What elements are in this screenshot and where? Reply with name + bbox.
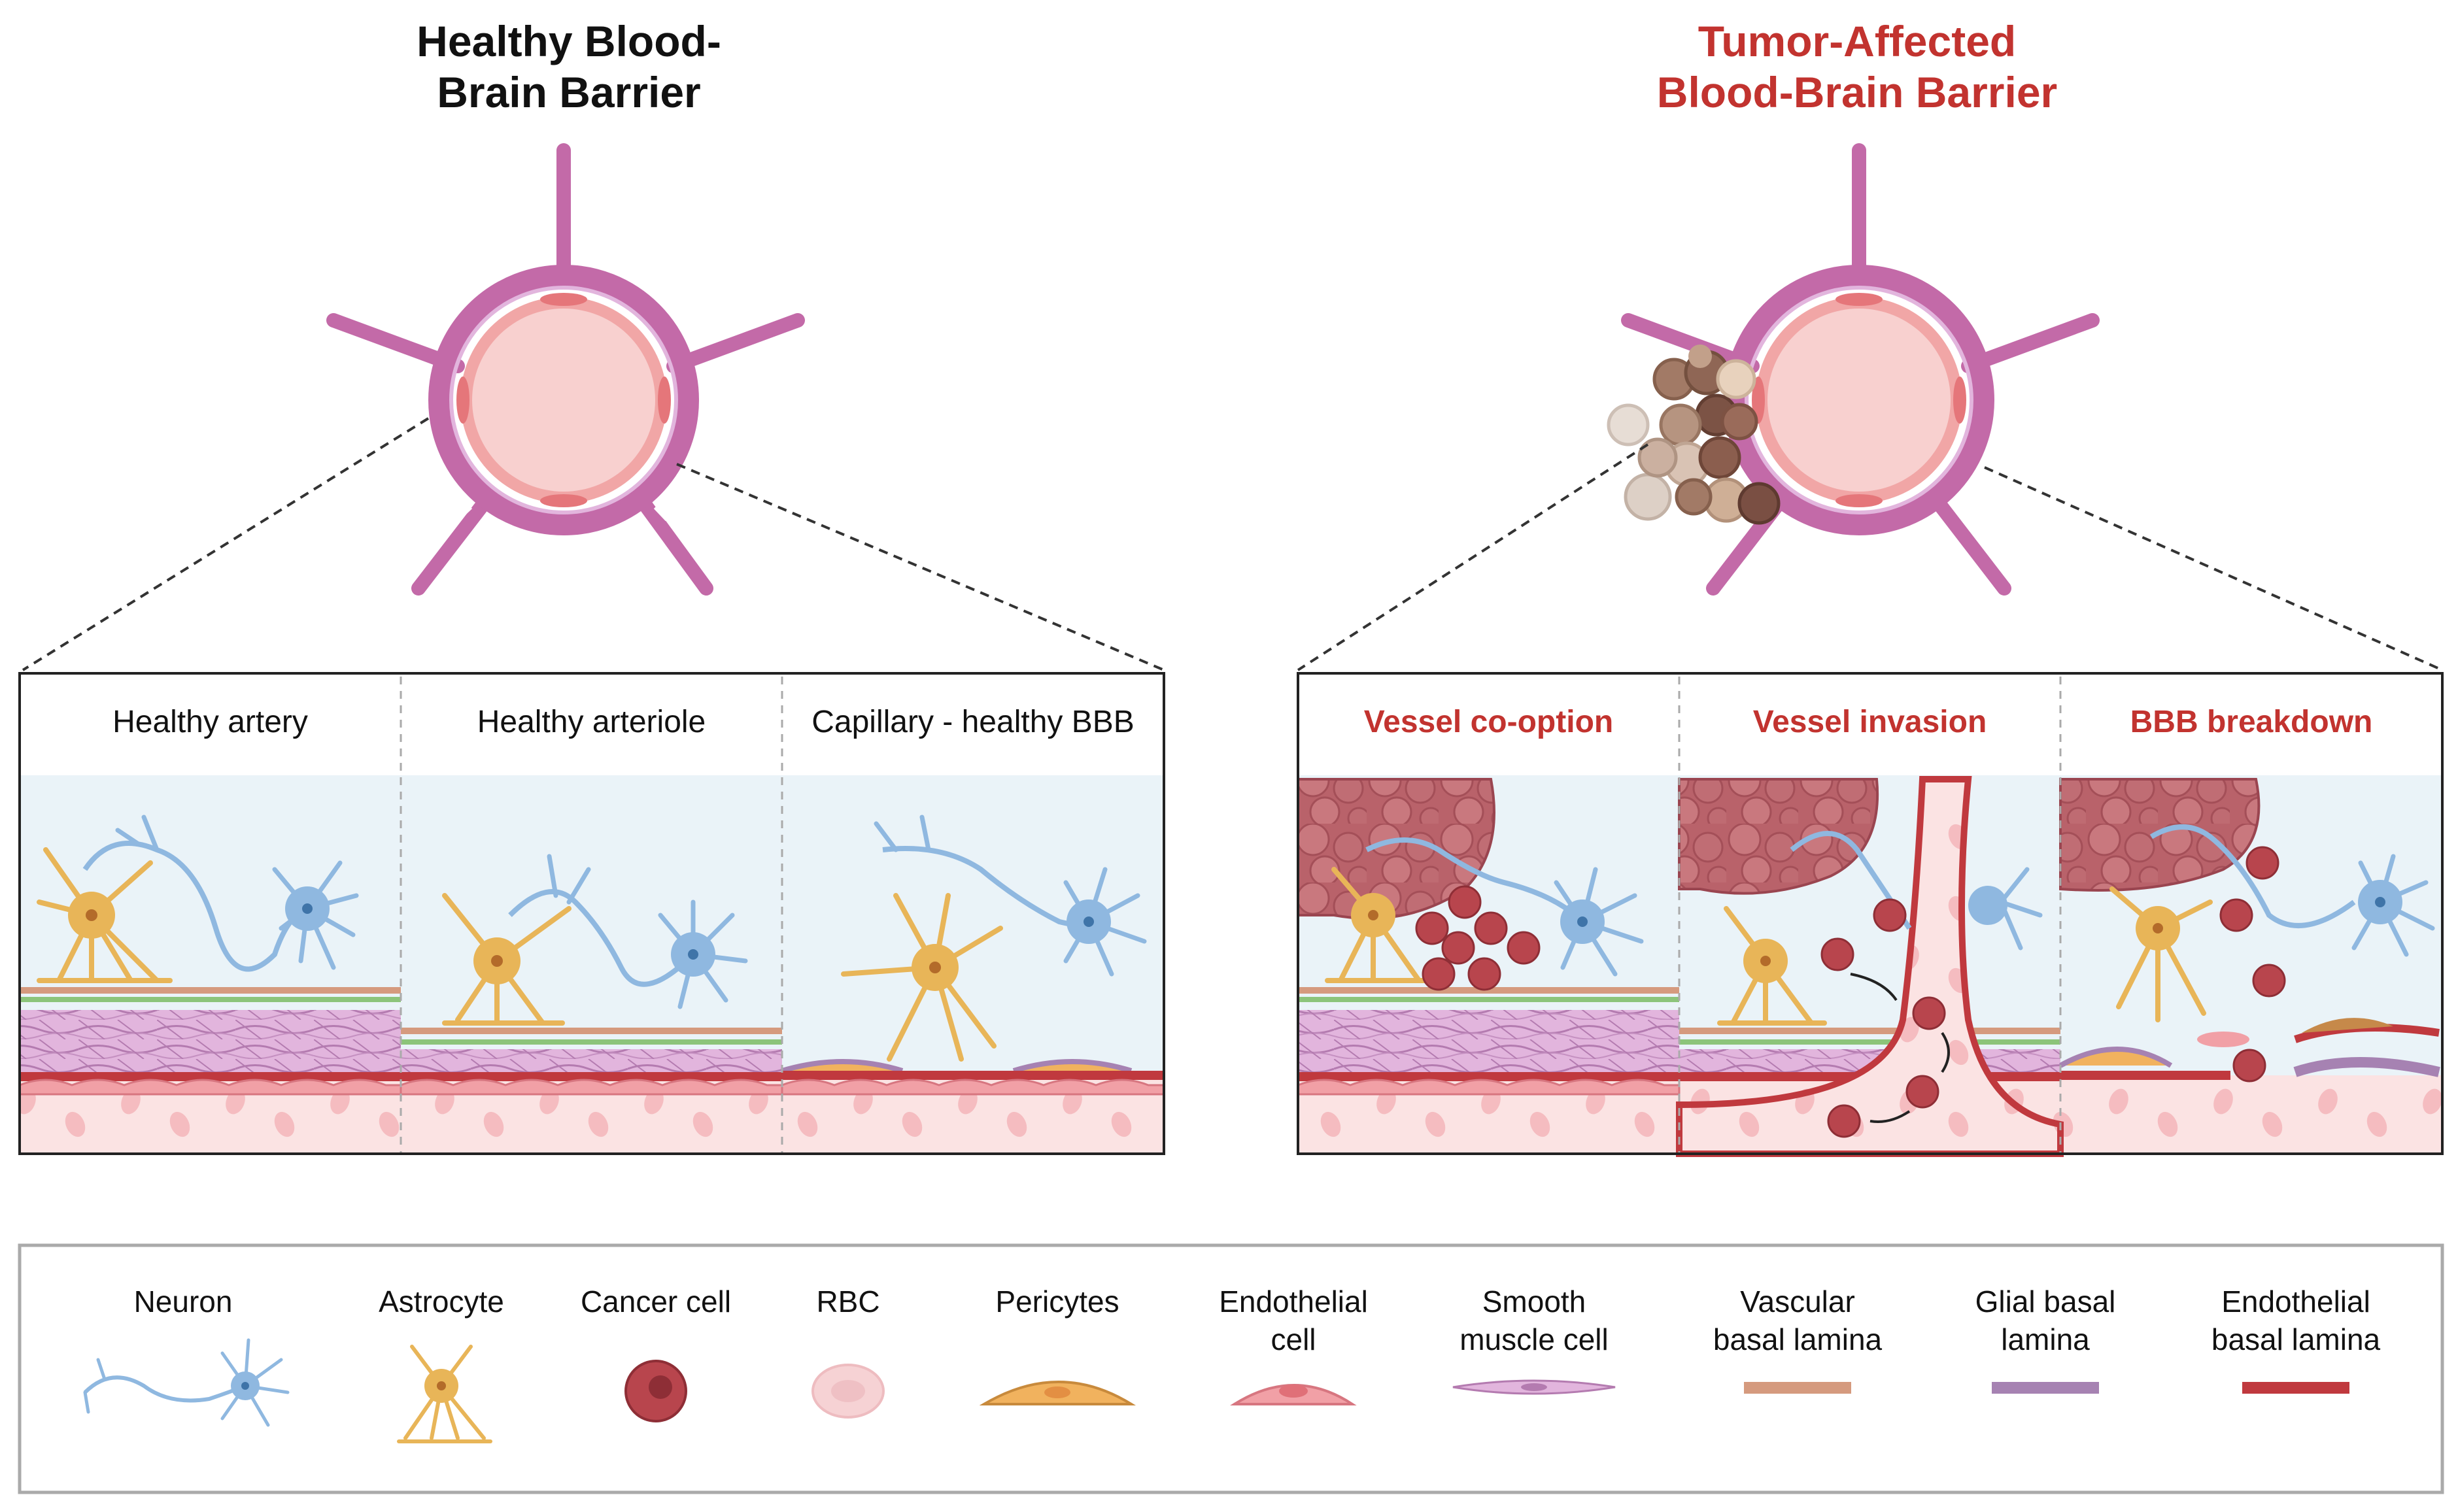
legend-endothelial-basal-lamina-line-2: basal lamina: [2211, 1322, 2381, 1356]
legend-glial-basal-lamina-line-1: Glial basal: [1975, 1285, 2116, 1319]
legend-cancer-cell-label: Cancer cell: [580, 1285, 732, 1319]
legend-endothelial-basal-lamina-line-1: Endothelial: [2221, 1285, 2370, 1319]
capillary-healthy-bbb-label: Capillary - healthy BBB: [811, 705, 1135, 739]
vessel-invasion-panel: [1676, 776, 2064, 1157]
legend-glial-basal-lamina-line-2: lamina: [2001, 1322, 2090, 1356]
legend-astrocyte-label: Astrocyte: [379, 1285, 504, 1319]
tumor-bbb-title: Tumor-Affected Blood-Brain Barrier: [1602, 16, 2112, 118]
legend-neuron-icon: [83, 1338, 290, 1427]
legend-endothelial-cell-line-2: cell: [1271, 1322, 1316, 1356]
bbb-breakdown-label: BBB breakdown: [2130, 705, 2373, 739]
zoom-lines: [22, 417, 2443, 671]
vessel-co-option-label: Vessel co-option: [1363, 705, 1614, 739]
capillary-healthy-bbb-panel: [781, 815, 1165, 1096]
legend-glial-basal-lamina-swatch: [1992, 1382, 2099, 1394]
legend-endothelial-cell-label: Endothelial cell: [1189, 1283, 1398, 1358]
healthy-title-line-1: Healthy Blood-: [417, 17, 721, 65]
legend-endothelial-cell-line-1: Endothelial: [1219, 1285, 1368, 1319]
legend-smooth-muscle-cell-line-2: muscle cell: [1459, 1322, 1609, 1356]
legend-endothelial-basal-lamina-label: Endothelial basal lamina: [2188, 1283, 2404, 1358]
tumor-cell-cluster: [1607, 344, 1781, 525]
tumor-vessel-lumen: [1767, 309, 1951, 492]
vessel-co-option-panel: [1297, 778, 1681, 1096]
tumor-panels: [1297, 672, 2444, 1157]
tumor-title-line-1: Tumor-Affected: [1698, 17, 2017, 65]
tumor-vessel-cross-section: [1607, 143, 2100, 596]
legend-astrocyte-icon: [397, 1345, 492, 1443]
legend-vascular-basal-lamina-label: Vascular basal lamina: [1690, 1283, 1905, 1358]
healthy-artery-panel: [18, 815, 402, 1096]
tumor-title-line-2: Blood-Brain Barrier: [1656, 68, 2058, 116]
healthy-title-line-2: Brain Barrier: [437, 68, 701, 116]
healthy-arteriole-panel: [400, 854, 783, 1096]
vessel-invasion-label: Vessel invasion: [1752, 705, 1987, 739]
legend: [18, 1243, 2444, 1494]
legend-vascular-basal-lamina-line-2: basal lamina: [1713, 1322, 1883, 1356]
bbb-breakdown-panel: [2059, 778, 2440, 1083]
healthy-vessel-cross-section: [326, 143, 805, 596]
healthy-arteriole-label: Healthy arteriole: [477, 705, 706, 739]
legend-smooth-muscle-cell-line-1: Smooth: [1482, 1285, 1586, 1319]
legend-endothelial-basal-lamina-swatch: [2242, 1382, 2349, 1394]
legend-smooth-muscle-cell-label: Smooth muscle cell: [1429, 1283, 1639, 1358]
healthy-artery-label: Healthy artery: [112, 705, 308, 739]
legend-vascular-basal-lamina-line-1: Vascular: [1740, 1285, 1855, 1319]
legend-neuron-label: Neuron: [133, 1285, 233, 1319]
legend-pericytes-label: Pericytes: [995, 1285, 1119, 1319]
legend-rbc-label: RBC: [816, 1285, 880, 1319]
healthy-bbb-title: Healthy Blood- Brain Barrier: [314, 16, 824, 118]
healthy-vessel-lumen: [472, 309, 655, 492]
healthy-panels: [18, 672, 1165, 1155]
legend-glial-basal-lamina-label: Glial basal lamina: [1941, 1283, 2150, 1358]
legend-vascular-basal-lamina-swatch: [1744, 1382, 1851, 1394]
